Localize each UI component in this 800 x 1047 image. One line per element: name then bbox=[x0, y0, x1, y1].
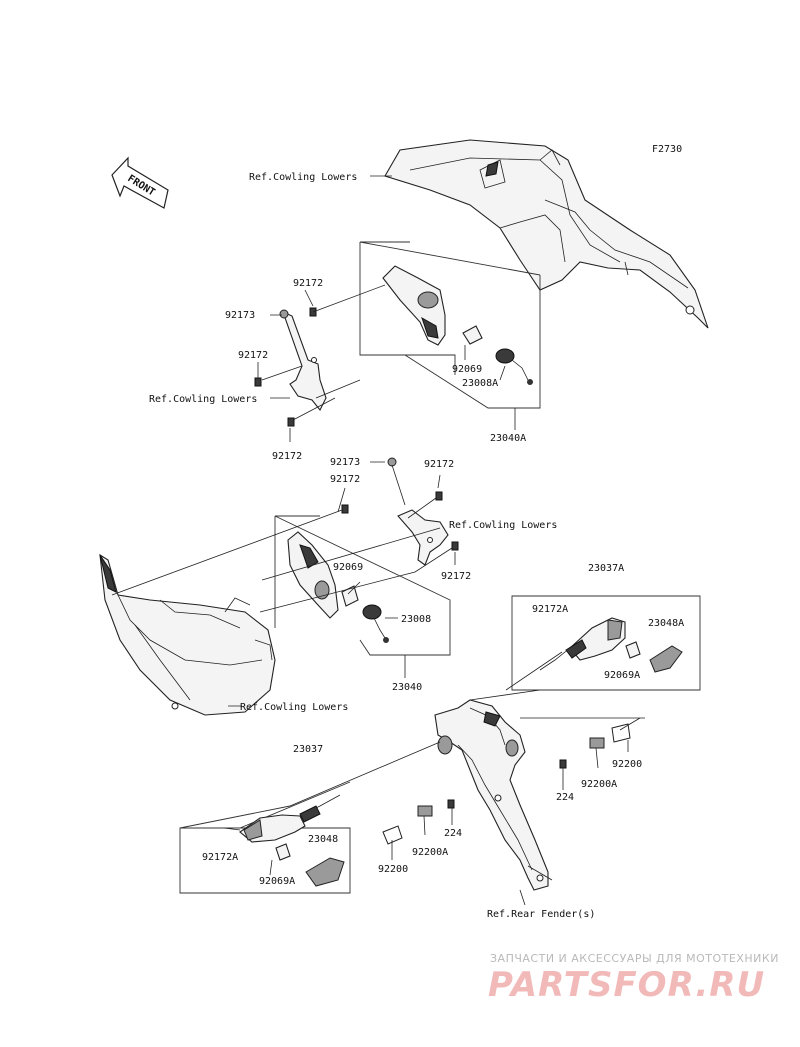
lens-23048a bbox=[649, 645, 683, 673]
ref-cowling-lowers-label: Ref.Cowling Lowers bbox=[449, 520, 557, 531]
part-label: 92172A bbox=[202, 852, 238, 863]
part-label: 23008 bbox=[401, 614, 431, 625]
part-label: 23048 bbox=[308, 834, 338, 845]
figure-code: F2730 bbox=[652, 144, 682, 155]
bracket-lower bbox=[387, 457, 449, 566]
part-label: 23037A bbox=[588, 563, 624, 574]
screw-icon bbox=[451, 541, 459, 551]
grommet-icon bbox=[611, 723, 631, 743]
bulb-92069a-right bbox=[625, 641, 641, 659]
socket-23008a bbox=[495, 348, 533, 385]
turn-signal-rear-left bbox=[239, 794, 341, 843]
part-label: 92172 bbox=[441, 571, 471, 582]
nut-icon bbox=[447, 799, 455, 809]
part-label: 224 bbox=[444, 828, 462, 839]
part-label: 92172 bbox=[293, 278, 323, 289]
part-label: 92200A bbox=[581, 779, 617, 790]
screw-icon bbox=[435, 491, 443, 501]
part-label: 92172 bbox=[330, 474, 360, 485]
clip-icon bbox=[589, 737, 605, 749]
rear-fender-bracket bbox=[434, 699, 553, 891]
part-label: 92200 bbox=[378, 864, 408, 875]
part-label: 92172 bbox=[272, 451, 302, 462]
part-labels: Ref.Cowling Lowers 92172 92173 92172 Ref… bbox=[149, 172, 684, 920]
clip-icon bbox=[417, 805, 433, 817]
lower-cowling bbox=[99, 553, 276, 716]
assembly-box-23037a bbox=[511, 595, 701, 691]
part-label: 92172A bbox=[532, 604, 568, 615]
part-label: 23048A bbox=[648, 618, 684, 629]
watermark-tagline: ЗАПЧАСТИ И АКСЕССУАРЫ ДЛЯ МОТОТЕХНИКИ bbox=[490, 952, 779, 965]
turn-signal-housing-upper bbox=[382, 265, 446, 346]
ref-cowling-lowers-label: Ref.Cowling Lowers bbox=[149, 394, 257, 405]
part-label: 92069A bbox=[604, 670, 640, 681]
nut-icon bbox=[559, 759, 567, 769]
part-label: 23040 bbox=[392, 682, 422, 693]
part-label: 92173 bbox=[330, 457, 360, 468]
front-arrow-icon: FRONT bbox=[111, 156, 169, 209]
part-label: 23037 bbox=[293, 744, 323, 755]
part-label: 92173 bbox=[225, 310, 255, 321]
part-label: 92172 bbox=[238, 350, 268, 361]
part-label: 92069A bbox=[259, 876, 295, 887]
screws-lower bbox=[341, 491, 459, 551]
ref-rear-fender-label: Ref.Rear Fender(s) bbox=[487, 909, 595, 920]
lens-23048 bbox=[305, 857, 345, 887]
part-label: 92069 bbox=[452, 364, 482, 375]
part-label: 92200A bbox=[412, 847, 448, 858]
part-label: 92172 bbox=[424, 459, 454, 470]
bulb-92069-upper bbox=[462, 325, 483, 345]
bulb-92069a-left bbox=[275, 843, 291, 861]
upper-cowling bbox=[384, 139, 709, 329]
turn-signal-housing-lower bbox=[287, 531, 339, 619]
part-label: 92069 bbox=[333, 562, 363, 573]
part-label: 23008A bbox=[462, 378, 498, 389]
grommet-icon bbox=[382, 825, 403, 845]
part-label: 92200 bbox=[612, 759, 642, 770]
ref-cowling-lowers-label: Ref.Cowling Lowers bbox=[249, 172, 357, 183]
screw-icon bbox=[287, 417, 295, 427]
socket-23008 bbox=[362, 604, 389, 643]
bracket-upper bbox=[279, 309, 327, 412]
part-label: 224 bbox=[556, 792, 574, 803]
screw-icon bbox=[254, 377, 262, 387]
screw-icon bbox=[341, 504, 349, 514]
watermark-brand: PARTSFOR.RU bbox=[488, 965, 765, 1005]
assembly-box-23040a bbox=[359, 241, 541, 409]
bulb-92069-lower bbox=[341, 585, 359, 607]
watermark: ЗАПЧАСТИ И АКСЕССУАРЫ ДЛЯ МОТОТЕХНИКИ PA… bbox=[488, 952, 779, 1005]
rear-hardware bbox=[382, 723, 631, 845]
ref-cowling-lowers-label: Ref.Cowling Lowers bbox=[240, 702, 348, 713]
part-label: 23040A bbox=[490, 433, 526, 444]
turn-signal-rear-right bbox=[539, 617, 626, 671]
